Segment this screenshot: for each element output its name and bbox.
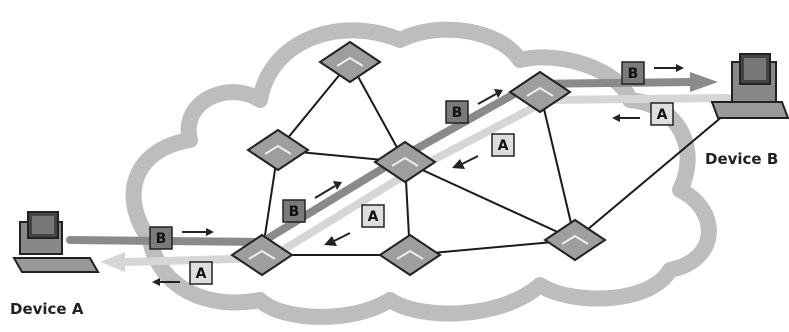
network-cloud (125, 21, 717, 325)
packet-a-label: A (368, 209, 379, 225)
packet-a: A (452, 133, 515, 169)
arrow-icon (494, 89, 503, 98)
router-icon (543, 218, 607, 262)
router-icon (373, 140, 437, 184)
arrow-icon (206, 228, 214, 236)
arrow-icon (452, 159, 465, 169)
arrow-icon (612, 114, 620, 122)
router-icon (246, 128, 310, 172)
device-b-label: Device B (705, 150, 779, 168)
arrow-icon (324, 236, 337, 246)
packet-b-label: B (289, 204, 300, 220)
router-icon (378, 233, 442, 277)
packet-a: A (152, 261, 213, 286)
arrow-icon (333, 181, 342, 190)
packet-b-label: B (452, 105, 463, 121)
packet-b-label: B (156, 231, 167, 247)
packet-a: A (612, 102, 674, 126)
router-icon (230, 233, 294, 277)
device-a-label: Device A (10, 300, 84, 318)
packet-b: B (282, 181, 342, 223)
router-icon (318, 40, 382, 84)
arrow-icon (676, 64, 684, 72)
packet-b-label: B (628, 66, 639, 82)
computer-icon (710, 53, 789, 119)
computer-icon (12, 211, 100, 273)
packet-a-label: A (657, 107, 668, 123)
packet-a-label: A (196, 266, 207, 282)
packet-a: A (324, 204, 385, 246)
packet-b: B (445, 89, 503, 124)
packet-a-label: A (498, 138, 509, 154)
arrow-icon (152, 278, 160, 286)
packet-b: B (621, 61, 684, 85)
router-icon (508, 70, 572, 114)
packet-b: B (149, 226, 214, 250)
